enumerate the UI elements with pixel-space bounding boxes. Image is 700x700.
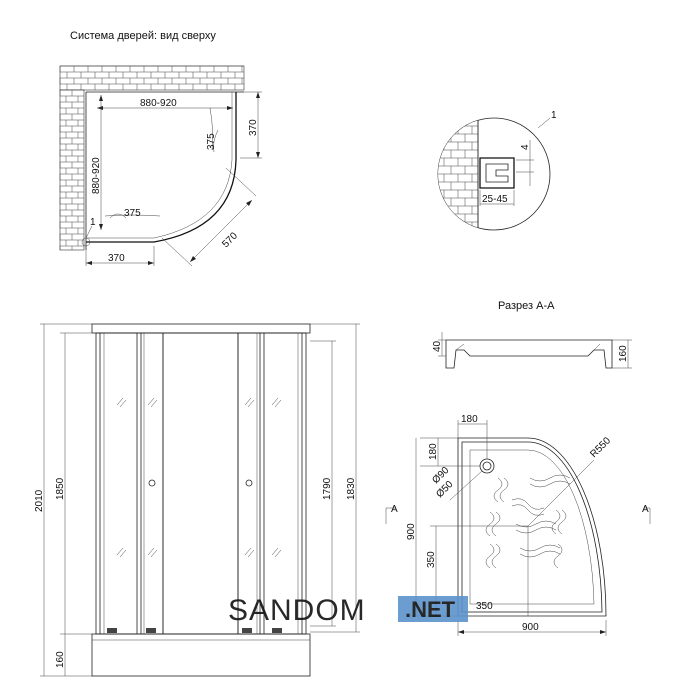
tray-section-profile	[445, 339, 613, 369]
curved-door-outer	[153, 159, 237, 243]
tray-dim-900-bottom: 900	[522, 622, 539, 633]
section-title: Разрез А-А	[498, 300, 555, 312]
center-opening	[162, 332, 239, 635]
callout-1: 1	[90, 217, 96, 228]
dim-1790: 1790	[322, 477, 333, 500]
detail-dim-25-45: 25-45	[482, 194, 508, 205]
tray-outline	[457, 437, 607, 617]
dim-bottom-370: 370	[108, 253, 125, 264]
anti-slip-pattern	[485, 474, 571, 569]
tray-dim-180-left: 180	[428, 443, 439, 460]
tray-dim-900-left: 900	[406, 523, 417, 540]
tray-dim-350-h: 350	[476, 601, 493, 612]
top-view-title: Система дверей: вид сверху	[70, 30, 216, 42]
profile-detail: 4 25-45 1	[437, 110, 557, 231]
left-door	[140, 332, 164, 635]
top-view: Система дверей: вид сверху 880-920	[59, 30, 262, 267]
right-fixed-glass	[263, 332, 303, 635]
dim-arc-bottom-375: 375	[124, 208, 141, 219]
watermark-badge-text: .NET	[405, 597, 456, 622]
right-door-handle	[245, 479, 253, 487]
brick-wall-top	[59, 65, 245, 91]
dim-arc-right-375: 375	[206, 133, 217, 150]
section-view: Разрез А-А 40 160	[432, 300, 632, 369]
left-door-handle	[148, 479, 156, 487]
dim-right-370: 370	[248, 119, 259, 136]
section-marker-left: A	[391, 504, 398, 515]
front-view: 2010 1850 160 1790 1830	[34, 323, 360, 677]
watermark-main-text: SANDOM	[228, 594, 366, 627]
glass-reflections	[116, 397, 282, 558]
drain-outer	[479, 458, 495, 474]
curved-door-inner	[153, 159, 233, 239]
brick-wall-left	[59, 89, 85, 251]
left-fixed-glass	[99, 332, 138, 635]
dim-height: 880-920	[91, 157, 102, 194]
detail-callout-1: 1	[551, 110, 557, 121]
section-marker-right: A	[642, 504, 649, 515]
dim-width: 880-920	[140, 98, 177, 109]
dim-1850: 1850	[55, 477, 66, 500]
dim-1830: 1830	[346, 477, 357, 500]
drain-inner	[482, 461, 492, 471]
section-dim-40: 40	[432, 340, 443, 352]
tray-dim-180-top: 180	[461, 414, 478, 425]
watermark-logo: SANDOM .NET	[228, 594, 468, 627]
right-door	[237, 332, 261, 635]
tray-dim-r550: R550	[588, 435, 613, 460]
dim-160: 160	[55, 651, 66, 668]
dim-2010: 2010	[34, 489, 45, 512]
dim-diagonal-570: 570	[220, 230, 240, 250]
detail-dim-4: 4	[520, 144, 531, 150]
watermark-badge	[398, 596, 468, 622]
tray-dim-350-v: 350	[426, 551, 437, 568]
section-dim-160: 160	[618, 345, 629, 362]
